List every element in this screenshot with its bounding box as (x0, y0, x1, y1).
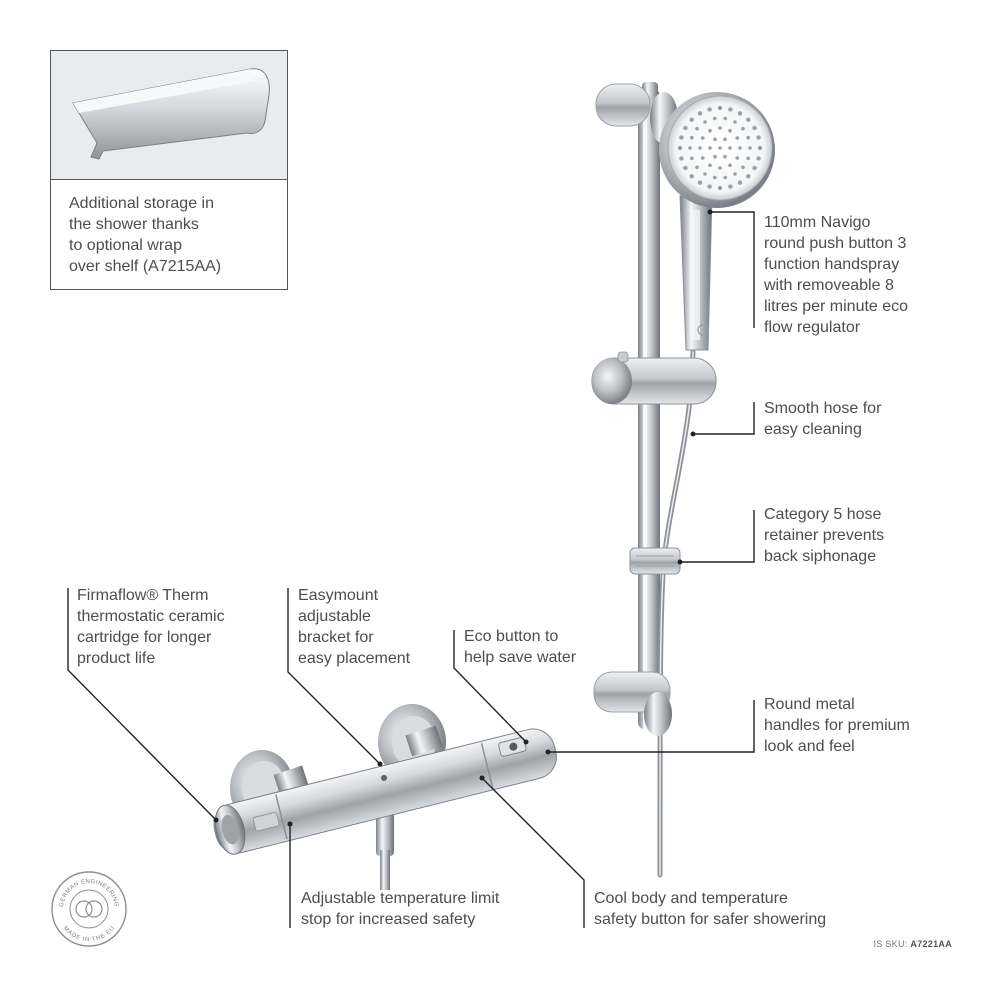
thermostatic-bar (213, 728, 557, 855)
nozzle (713, 137, 717, 142)
nozzle (728, 163, 732, 168)
nozzle (707, 107, 712, 112)
nozzle (695, 165, 699, 170)
nozzle (718, 126, 722, 130)
handspray (659, 92, 775, 351)
nozzle (737, 180, 743, 185)
nozzle (733, 120, 737, 124)
german-engineering-badge: GERMAN ENGINEERING MADE IN THE EU (51, 871, 127, 947)
nozzle (679, 135, 684, 140)
nozzle (689, 174, 694, 179)
nozzle (748, 146, 752, 150)
nozzle (718, 166, 722, 170)
hose-retainer (629, 547, 681, 575)
mixer-outlet (376, 812, 394, 890)
nozzle (735, 156, 740, 160)
nozzle (728, 128, 732, 133)
nozzle (728, 184, 733, 189)
callout-handles: Round metal handles for premium look and… (764, 696, 910, 755)
callout-hose: Smooth hose for easy cleaning (764, 400, 882, 438)
sku-label: IS SKU: A7221AA (873, 939, 952, 949)
nozzle (738, 146, 742, 150)
nozzle (700, 156, 705, 160)
nozzle (717, 105, 723, 111)
nozzle (752, 125, 757, 131)
callout-handspray: 110mm Navigo round push button 3 functio… (764, 214, 909, 336)
nozzle (703, 172, 707, 176)
shower-hose (657, 349, 696, 878)
nozzle (708, 146, 712, 150)
nozzle (713, 175, 717, 180)
nozzle (723, 154, 727, 159)
nozzle (746, 174, 751, 179)
nozzle (735, 136, 740, 140)
nozzle (689, 117, 694, 122)
nozzle (690, 156, 694, 161)
nozzle (708, 128, 712, 133)
leader-lines (67, 211, 755, 928)
nozzle (717, 185, 723, 191)
nozzle (690, 135, 694, 140)
nozzle (683, 125, 688, 131)
nozzle (703, 120, 707, 124)
slide-rail (638, 88, 660, 730)
nozzle (746, 156, 750, 161)
nozzle (718, 146, 722, 150)
nozzle (741, 165, 745, 170)
nozzle (723, 137, 727, 142)
nozzle (723, 116, 727, 121)
nozzle (679, 156, 684, 161)
nozzle (728, 107, 733, 112)
callout-cartridge: Firmaflow® Therm thermostatic ceramic ca… (77, 587, 225, 667)
nozzle (756, 135, 761, 140)
handspray-holder (591, 351, 717, 405)
bottom-wall-bracket (593, 671, 672, 736)
nozzle (713, 116, 717, 121)
callout-retainer: Category 5 hose retainer prevents back s… (764, 506, 885, 565)
nozzle (700, 136, 705, 140)
nozzle (707, 184, 712, 189)
nozzle (723, 175, 727, 180)
nozzle (713, 154, 717, 159)
leader-dots (213, 209, 713, 827)
nozzle (677, 145, 683, 151)
nozzle (688, 146, 692, 150)
top-wall-bracket (595, 82, 678, 144)
callout-eco: Eco button to help save water (464, 628, 577, 666)
nozzle (733, 172, 737, 176)
nozzle (683, 165, 688, 171)
nozzle (708, 163, 712, 168)
nozzle (698, 146, 702, 150)
callout-bracket: Easymount adjustable bracket for easy pl… (298, 587, 411, 667)
nozzle (741, 126, 745, 131)
shelf-caption: Additional storage in the shower thanks … (69, 195, 222, 275)
nozzle (737, 111, 743, 116)
sku-value: A7221AA (910, 939, 952, 949)
shelf-image (51, 51, 287, 180)
nozzle (697, 180, 703, 185)
nozzle (757, 145, 763, 151)
nozzle (728, 146, 732, 150)
nozzle (695, 126, 699, 131)
nozzle (746, 135, 750, 140)
nozzle (746, 117, 751, 122)
nozzle (756, 156, 761, 161)
callout-cool-body: Cool body and temperature safety button … (594, 890, 827, 928)
shelf-inset: Additional storage in the shower thanks … (50, 50, 288, 290)
nozzle (697, 111, 703, 116)
callout-limit-stop: Adjustable temperature limit stop for in… (301, 890, 500, 928)
nozzle (752, 165, 757, 171)
